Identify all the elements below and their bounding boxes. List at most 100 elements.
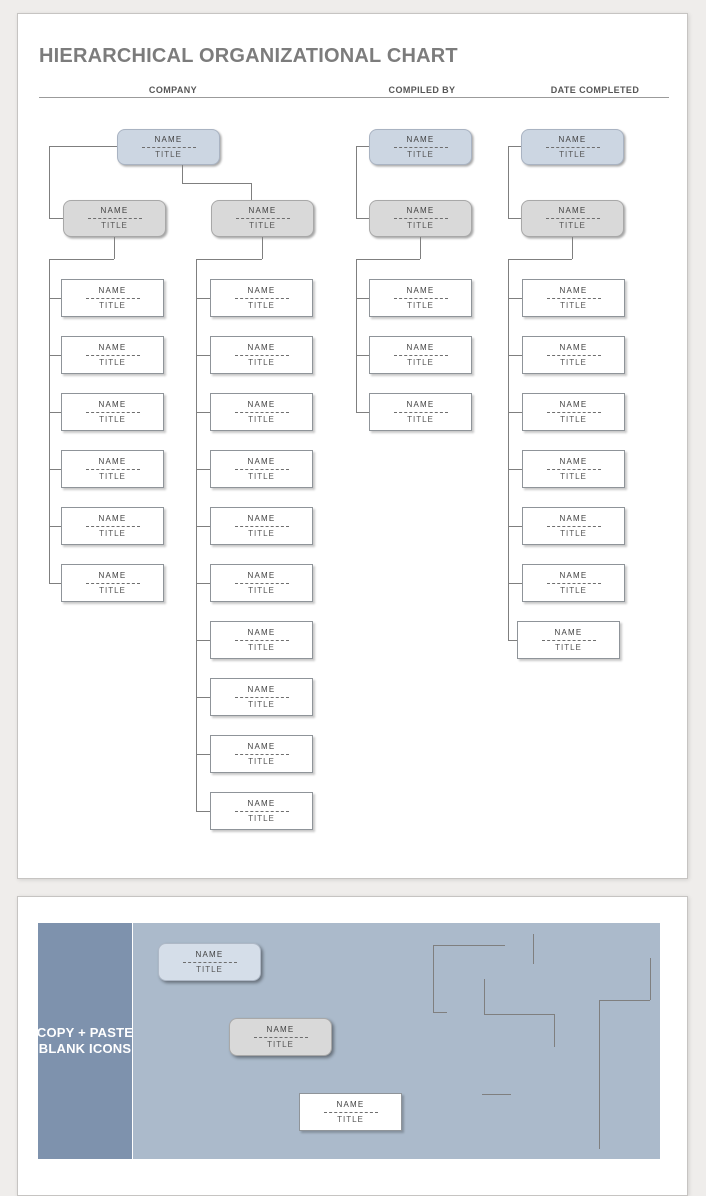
node-divider <box>393 218 448 219</box>
node-name-label: NAME <box>559 399 588 409</box>
connector-line <box>251 183 252 200</box>
node-divider <box>234 696 289 698</box>
node-name-label: NAME <box>247 342 276 352</box>
node-name-label: NAME <box>98 513 127 523</box>
connector-line <box>49 355 61 356</box>
org-node-leaf-company[interactable]: NAME TITLE <box>210 279 313 317</box>
elbow-step-down-connector-icon <box>484 979 485 1014</box>
connector-line <box>356 259 357 412</box>
connector-line <box>572 237 573 259</box>
node-title-label: TITLE <box>248 300 275 310</box>
node-divider <box>393 297 448 299</box>
node-title-label: TITLE <box>196 964 223 974</box>
node-name-label: NAME <box>247 627 276 637</box>
connector-line <box>356 298 369 299</box>
node-name-label: NAME <box>406 206 435 215</box>
node-title-label: TITLE <box>407 221 434 230</box>
node-name-label: NAME <box>554 627 583 637</box>
node-title-label: TITLE <box>555 642 582 652</box>
org-node-leaf-company[interactable]: NAME TITLE <box>61 507 164 545</box>
node-name-label: NAME <box>195 949 224 959</box>
connector-line <box>356 146 369 147</box>
node-name-label: NAME <box>98 399 127 409</box>
org-node-leaf-date_completed[interactable]: NAME TITLE <box>517 621 620 659</box>
org-node-leaf-date_completed[interactable]: NAME TITLE <box>522 507 625 545</box>
node-name-label: NAME <box>247 285 276 295</box>
connector-line <box>508 146 509 218</box>
org-node-leaf-company[interactable]: NAME TITLE <box>210 336 313 374</box>
node-title-label: TITLE <box>248 585 275 595</box>
long-corner-connector-icon <box>599 1000 600 1149</box>
node-name-label: NAME <box>98 456 127 466</box>
node-name-label: NAME <box>247 741 276 751</box>
node-divider <box>323 1111 378 1113</box>
sidebar-label-line1: COPY + PASTE <box>36 1025 134 1040</box>
connector-line <box>508 218 521 219</box>
blank-node-gray-rounded[interactable]: NAME TITLE <box>229 1018 332 1056</box>
node-title-label: TITLE <box>407 414 434 424</box>
node-title-label: TITLE <box>560 300 587 310</box>
org-node-leaf-company[interactable]: NAME TITLE <box>210 678 313 716</box>
node-name-label: NAME <box>559 513 588 523</box>
node-name-label: NAME <box>266 1024 295 1034</box>
node-name-label: NAME <box>559 342 588 352</box>
org-node-leaf-company[interactable]: NAME TITLE <box>210 564 313 602</box>
node-name-label: NAME <box>247 684 276 694</box>
org-node-leaf-company[interactable]: NAME TITLE <box>61 393 164 431</box>
node-title-label: TITLE <box>99 528 126 538</box>
node-name-label: NAME <box>406 342 435 352</box>
connector-line <box>182 165 183 183</box>
blank-icons-sidebar: COPY + PASTE BLANK ICONS <box>36 923 134 1159</box>
node-title-label: TITLE <box>99 300 126 310</box>
org-node-leaf-company[interactable]: NAME TITLE <box>61 450 164 488</box>
node-name-label: NAME <box>247 570 276 580</box>
node-divider <box>393 146 448 148</box>
blank-node-blue-rounded[interactable]: NAME TITLE <box>158 943 261 981</box>
node-title-label: TITLE <box>248 699 275 709</box>
node-title-label: TITLE <box>248 357 275 367</box>
node-name-label: NAME <box>559 285 588 295</box>
node-divider <box>235 218 290 219</box>
node-name-label: NAME <box>247 456 276 466</box>
node-divider <box>234 297 289 299</box>
blank-icons-page: COPY + PASTE BLANK ICONS NAME TITLE NAME TI… <box>17 896 688 1196</box>
connector-line <box>49 146 50 218</box>
node-title-label: TITLE <box>267 1039 294 1049</box>
node-divider <box>545 146 600 148</box>
node-title-label: TITLE <box>99 414 126 424</box>
node-title-label: TITLE <box>99 357 126 367</box>
node-title-label: TITLE <box>560 528 587 538</box>
connector-line <box>196 526 210 527</box>
node-title-label: TITLE <box>407 300 434 310</box>
node-title-label: TITLE <box>249 221 276 230</box>
org-node-leaf-date_completed[interactable]: NAME TITLE <box>522 279 625 317</box>
node-title-label: TITLE <box>99 471 126 481</box>
connector-line <box>49 259 114 260</box>
node-title-label: TITLE <box>248 414 275 424</box>
node-name-label: NAME <box>154 134 183 144</box>
org-node-manager-compiled_by[interactable]: NAME TITLE <box>369 200 472 237</box>
